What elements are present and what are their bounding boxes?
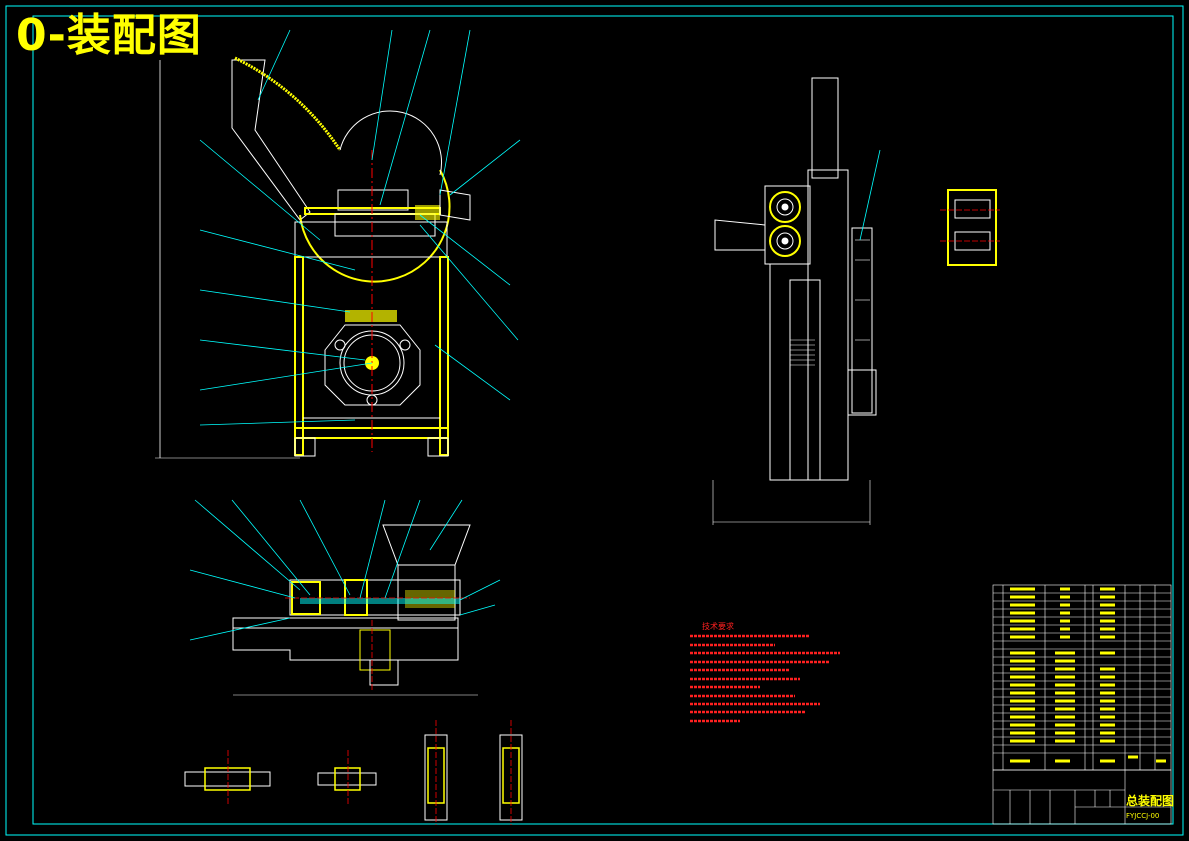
technical-requirements-lines [690,634,840,723]
front-view [155,29,521,459]
cutter-block [337,189,409,211]
title-block-name: 总装配图 [1126,794,1175,808]
outer-frame [5,5,1184,836]
blade-clamp [415,205,440,220]
detail-view-a [940,189,1000,266]
side-view [712,77,881,525]
technical-requirements-heading: 技术要求 [702,622,734,631]
bolt-hole-2 [399,339,411,351]
frame-top [294,221,448,258]
drawing-title: 0-装配图 [16,10,202,61]
upper-housing [334,213,436,237]
motor-housing [324,324,421,406]
section-view [189,499,501,696]
hopper-outline [231,59,311,221]
frame-left-leg [294,256,304,456]
bolt-hole-1 [334,339,346,351]
inner-frame [32,15,1174,825]
title-block-code: FYJCCJ-00 [1126,812,1160,820]
bottom-detail-views [184,720,523,825]
front-view-leaders [199,29,521,426]
motor-bracket [345,310,397,322]
drum-chamber [299,169,451,283]
foot-right [427,437,449,457]
foot-left [294,437,316,457]
cutter-head [339,110,443,176]
hopper-hatch [234,56,342,151]
frame-right-leg [439,256,449,456]
discharge-spout [439,189,471,221]
parts-list-text-marks [1010,587,1166,763]
title-block [992,769,1172,825]
